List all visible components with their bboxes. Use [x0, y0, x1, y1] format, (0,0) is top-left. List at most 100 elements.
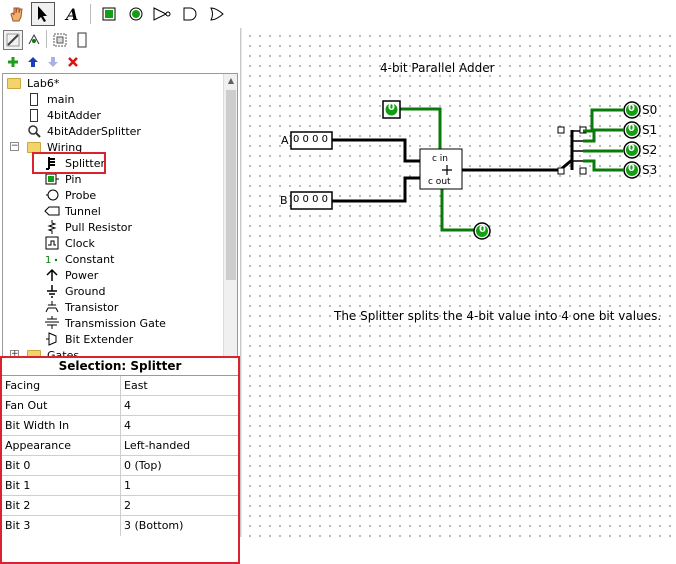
pin-a-label: A	[281, 134, 289, 147]
tree-item-probe[interactable]: Probe	[43, 187, 96, 203]
tree-item-pull-resistor[interactable]: Pull Resistor	[43, 219, 132, 235]
text-tool-icon[interactable]: A	[60, 2, 84, 26]
attribute-value[interactable]: East	[124, 379, 148, 392]
attribute-row-bit-1[interactable]: Bit 1 1	[2, 476, 238, 496]
attributes-panel: Selection: Splitter Facing East Fan Out …	[0, 356, 240, 564]
circuit-canvas[interactable]: 4-bit Parallel Adder	[242, 28, 676, 537]
bus-wire-sum[interactable]	[462, 158, 573, 172]
input-pin-tool-icon[interactable]	[97, 2, 121, 26]
output-wire-s0[interactable]	[583, 108, 623, 133]
tree-item-label: 4bitAdderSplitter	[47, 124, 141, 138]
output-pin-tool-icon[interactable]	[124, 2, 148, 26]
tree-item-bit-extender[interactable]: Bit Extender	[43, 331, 133, 347]
folder-icon	[5, 75, 23, 91]
transmission-gate-icon	[43, 315, 61, 331]
canvas-title: 4-bit Parallel Adder	[380, 61, 495, 75]
hand-poke-tool-icon[interactable]	[4, 2, 28, 26]
attribute-row-bit-0[interactable]: Bit 0 0 (Top)	[2, 456, 238, 476]
constant-icon: 1	[43, 251, 61, 267]
attribute-value[interactable]: 3 (Bottom)	[124, 519, 184, 532]
panel-divider[interactable]	[240, 28, 242, 537]
output-wire-s1[interactable]	[583, 128, 623, 143]
scroll-up-arrow-icon[interactable]: ▲	[227, 76, 235, 85]
tree-item-label: Ground	[65, 284, 106, 298]
layout-view-icon[interactable]	[50, 30, 70, 50]
input-pin-a[interactable]	[290, 131, 333, 150]
selection-handle[interactable]	[579, 167, 587, 175]
select-arrow-tool-icon[interactable]	[31, 2, 55, 26]
splitter-highlight-box	[32, 152, 106, 174]
attribute-row-bit-3[interactable]: Bit 3 3 (Bottom)	[2, 516, 238, 536]
circuit-icon	[25, 91, 43, 107]
magnifier-circuit-icon	[25, 123, 43, 139]
tree-root-label: Lab6*	[27, 76, 60, 90]
appearance-view-icon[interactable]	[72, 30, 92, 50]
tree-root-lab6[interactable]: Lab6*	[5, 75, 59, 91]
attribute-key: Facing	[2, 376, 121, 395]
tree-item-transmission-gate[interactable]: Transmission Gate	[43, 315, 166, 331]
tree-item-label: Tunnel	[65, 204, 101, 218]
tree-item-constant[interactable]: 1 Constant	[43, 251, 114, 267]
scroll-thumb[interactable]	[226, 90, 236, 280]
not-gate-tool-icon[interactable]	[151, 2, 175, 26]
bus-wire-b[interactable]	[332, 176, 420, 203]
selection-handle[interactable]	[557, 126, 565, 134]
attribute-row-appearance[interactable]: Appearance Left-handed	[2, 436, 238, 456]
tree-item-4bitaddersplitter[interactable]: 4bitAdderSplitter	[25, 123, 141, 139]
tree-item-main[interactable]: main	[25, 91, 74, 107]
input-pin-b[interactable]	[290, 191, 333, 210]
tree-item-splitter[interactable]: Splitter	[43, 155, 105, 171]
resistor-icon	[43, 219, 61, 235]
tree-scrollbar[interactable]: ▲ ▼	[223, 74, 237, 378]
tree-item-label: 4bitAdder	[47, 108, 101, 122]
tree-item-pin[interactable]: Pin	[43, 171, 81, 187]
tree-item-transistor[interactable]: Transistor	[43, 299, 118, 315]
tree-item-label: Clock	[65, 236, 95, 250]
tree-item-power[interactable]: Power	[43, 267, 98, 283]
main-toolbar: A	[0, 0, 676, 28]
transistor-icon	[43, 299, 61, 315]
cin-wire[interactable]	[400, 107, 449, 153]
attribute-row-fan-out[interactable]: Fan Out 4	[2, 396, 238, 416]
delete-circuit-icon[interactable]	[63, 52, 83, 72]
attribute-value[interactable]: 2	[124, 499, 131, 512]
tree-item-tunnel[interactable]: Tunnel	[43, 203, 101, 219]
and-gate-tool-icon[interactable]	[178, 2, 202, 26]
adder-cin-label: c in	[432, 154, 449, 164]
attribute-value[interactable]: 0 (Top)	[124, 459, 162, 472]
attribute-key: Bit 3	[2, 516, 121, 536]
tree-item-label: Transistor	[65, 300, 119, 314]
s3-label: S3	[642, 163, 658, 177]
wiring-collapse-toggle[interactable]: −	[10, 141, 19, 151]
attribute-key: Bit 0	[2, 456, 121, 475]
output-probe-led	[626, 144, 638, 156]
tree-item-ground[interactable]: Ground	[43, 283, 105, 299]
canvas-caption: The Splitter splits the 4-bit value into…	[334, 309, 662, 323]
tree-item-clock[interactable]: Clock	[43, 235, 95, 251]
or-gate-tool-icon[interactable]	[205, 2, 229, 26]
attribute-value[interactable]: 4	[124, 399, 131, 412]
attribute-row-bit-2[interactable]: Bit 2 2	[2, 496, 238, 516]
move-down-icon[interactable]	[43, 52, 63, 72]
simulate-tool-icon[interactable]	[24, 30, 44, 50]
attribute-value[interactable]: 4	[124, 419, 131, 432]
adder-block[interactable]	[419, 148, 463, 190]
cin-value: 0	[388, 102, 395, 113]
add-circuit-icon[interactable]	[3, 52, 23, 72]
attribute-key: Appearance	[2, 436, 121, 455]
tree-item-label: Constant	[65, 252, 115, 266]
probe-icon	[43, 187, 61, 203]
attribute-value[interactable]: 1	[124, 479, 131, 492]
bus-wire-a[interactable]	[332, 138, 420, 163]
selection-handle[interactable]	[557, 167, 565, 175]
attribute-value[interactable]: Left-handed	[124, 439, 191, 452]
output-wire-s3[interactable]	[583, 159, 623, 172]
attribute-key: Bit 1	[2, 476, 121, 495]
attribute-row-facing[interactable]: Facing East	[2, 376, 238, 396]
attribute-row-bit-width-in[interactable]: Bit Width In 4	[2, 416, 238, 436]
edit-tool-icon[interactable]	[3, 30, 23, 50]
tunnel-icon	[43, 203, 61, 219]
tree-item-4bitadder[interactable]: 4bitAdder	[25, 107, 101, 123]
tree-item-label: Wiring	[47, 140, 83, 154]
move-up-icon[interactable]	[23, 52, 43, 72]
